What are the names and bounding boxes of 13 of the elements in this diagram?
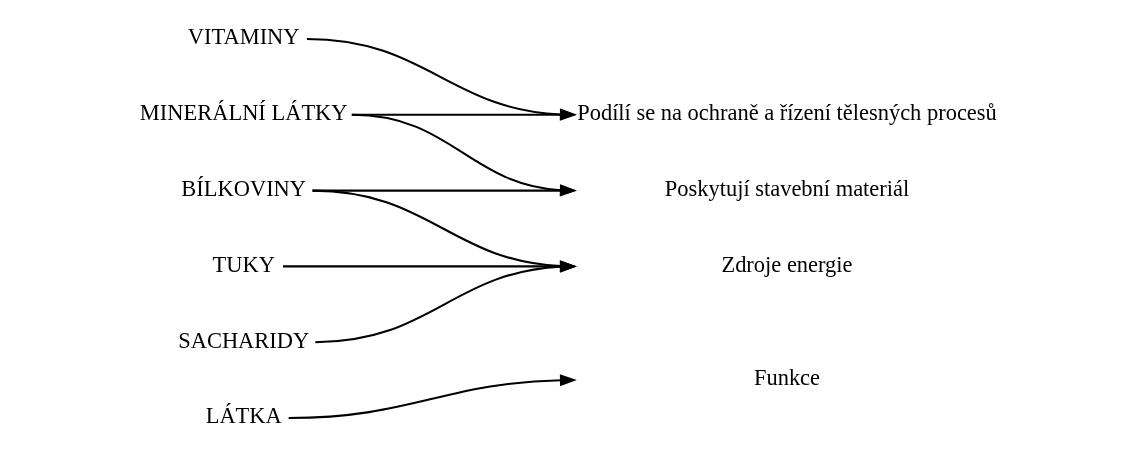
node-text: Funkce: [753, 365, 820, 391]
node-text: LÁTKA: [205, 403, 282, 429]
arrow: [288, 374, 577, 420]
node-text: MINERÁLNÍ LÁTKY: [139, 100, 348, 126]
arrow: [306, 37, 577, 121]
node-text: BÍLKOVINY: [180, 175, 306, 201]
node-text: TUKY: [212, 251, 275, 277]
node-text: Poskytují stavební materiál: [664, 175, 909, 201]
node-text: Zdroje energie: [720, 251, 853, 277]
node-text: SACHARIDY: [177, 327, 309, 353]
node-text: VITAMINY: [187, 24, 300, 50]
arrow: [351, 113, 577, 197]
node-text: Podílí se na ochraně a řízení tělesných procesů: [576, 100, 997, 126]
